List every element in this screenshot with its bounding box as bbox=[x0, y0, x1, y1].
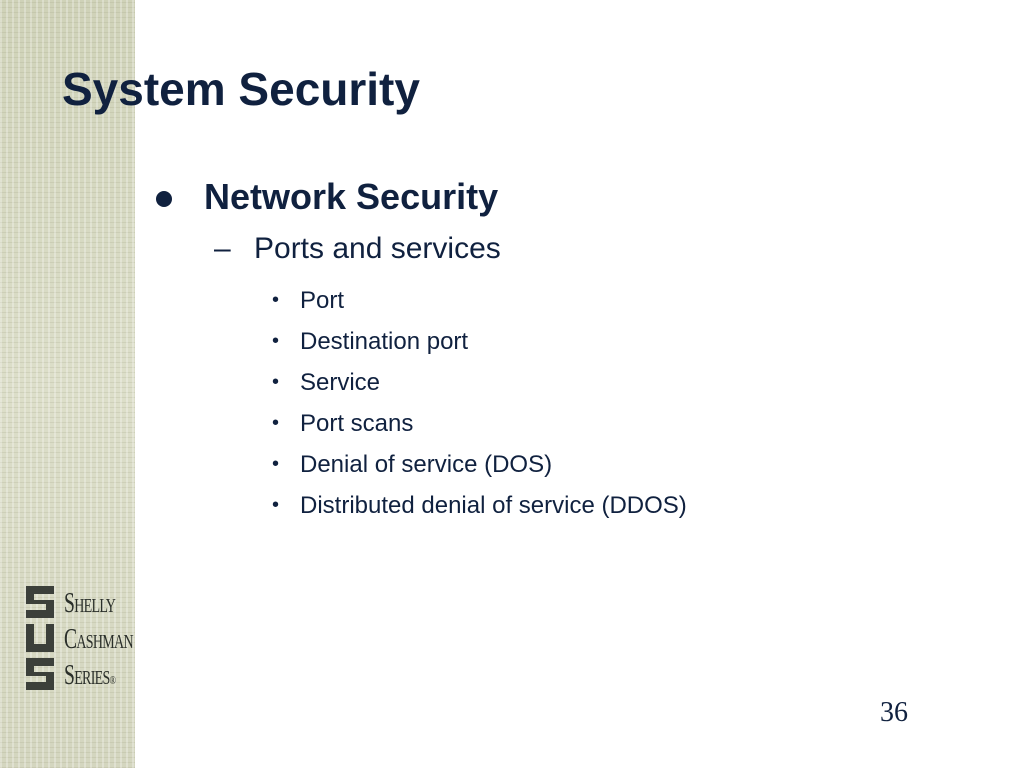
slide-title: System Security bbox=[62, 63, 420, 115]
bullet-text: Network Security bbox=[204, 176, 499, 217]
list-item: • Destination port bbox=[272, 321, 687, 362]
list-item: • Port bbox=[272, 280, 687, 321]
sub-item-list: • Port • Destination port • Service • Po… bbox=[272, 280, 687, 526]
small-bullet-icon: • bbox=[272, 330, 280, 352]
list-item-text: Port scans bbox=[300, 409, 414, 437]
logo-line-series: SERIES® bbox=[64, 660, 116, 691]
logo-wordmark: SHELLY CASHMAN SERIES® bbox=[64, 590, 162, 698]
list-item-text: Port bbox=[300, 286, 345, 314]
bullet-network-security: Network Security bbox=[152, 176, 498, 218]
small-bullet-icon: • bbox=[272, 371, 280, 393]
small-bullet-icon: • bbox=[272, 412, 280, 434]
logo-line-cashman: CASHMAN bbox=[64, 624, 134, 655]
sub-bullet-ports-and-services: – Ports and services bbox=[214, 232, 501, 266]
bullet-dot-icon bbox=[156, 191, 172, 207]
list-item-text: Destination port bbox=[300, 327, 469, 355]
shelly-cashman-logo-icon bbox=[26, 586, 54, 690]
list-item: • Denial of service (DOS) bbox=[272, 444, 687, 485]
dash-icon: – bbox=[214, 232, 231, 265]
decorative-side-strip bbox=[0, 0, 135, 768]
small-bullet-icon: • bbox=[272, 453, 280, 475]
sub-bullet-text: Ports and services bbox=[254, 232, 501, 265]
small-bullet-icon: • bbox=[272, 289, 280, 311]
list-item-text: Denial of service (DOS) bbox=[300, 450, 553, 478]
list-item-text: Distributed denial of service (DDOS) bbox=[300, 491, 687, 519]
list-item: • Service bbox=[272, 362, 687, 403]
logo-line-shelly: SHELLY bbox=[64, 588, 116, 619]
page-number: 36 bbox=[880, 697, 908, 728]
list-item: • Port scans bbox=[272, 403, 687, 444]
list-item: • Distributed denial of service (DDOS) bbox=[272, 485, 687, 526]
small-bullet-icon: • bbox=[272, 494, 280, 516]
list-item-text: Service bbox=[300, 368, 381, 396]
